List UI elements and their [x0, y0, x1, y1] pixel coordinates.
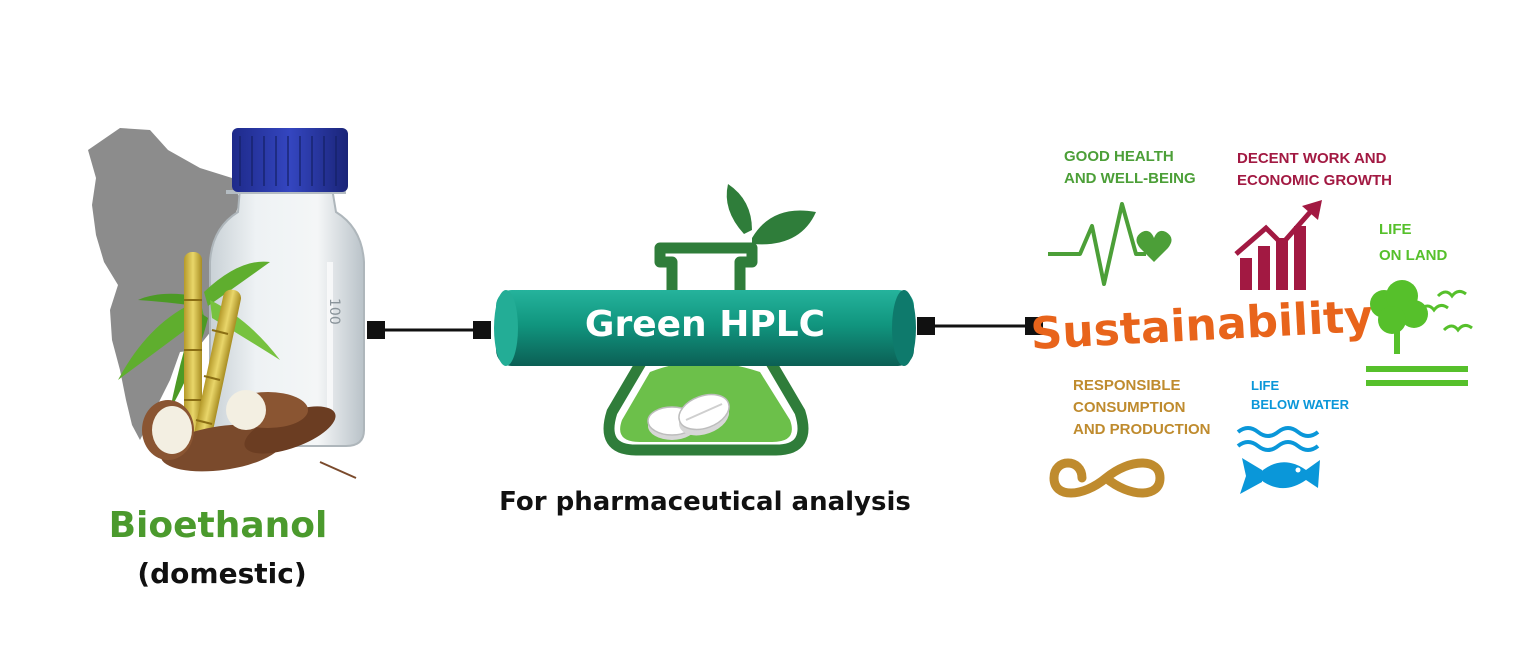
sdg-life-on-land-line1: LIFE	[1379, 221, 1412, 238]
infinity-loop-icon	[1049, 458, 1165, 498]
sdg-life-on-land: LIFE ON LAND	[1366, 221, 1473, 386]
connector-left	[367, 321, 491, 339]
hplc-column	[494, 290, 916, 366]
sdg-responsible-consumption-line1: RESPONSIBLE	[1073, 377, 1181, 394]
bioethanol-subtitle: (domestic)	[137, 557, 306, 590]
bioethanol-title: Bioethanol	[109, 505, 328, 546]
fish-waves-icon	[1236, 426, 1320, 494]
svg-text:100: 100	[326, 298, 342, 325]
sdg-decent-work-line2: ECONOMIC GROWTH	[1237, 172, 1392, 189]
sdg-life-below-water-line2: BELOW WATER	[1251, 397, 1350, 412]
pill-icon	[647, 393, 730, 440]
sdg-life-below-water-line1: LIFE	[1251, 378, 1279, 393]
sdg-responsible-consumption-line2: CONSUMPTION	[1073, 399, 1186, 416]
hplc-column-label: Green HPLC	[585, 304, 825, 345]
leaf-small-icon	[726, 184, 752, 234]
connector-right	[917, 317, 1043, 335]
bottle-cap	[232, 128, 348, 192]
sdg-life-on-land-line2: ON LAND	[1379, 247, 1447, 264]
sdg-good-health-line1: GOOD HEALTH	[1064, 148, 1174, 165]
sdg-responsible-consumption-line3: AND PRODUCTION	[1073, 421, 1211, 438]
thailand-map-shape	[88, 128, 240, 440]
cassava-roots	[142, 390, 357, 479]
sugarcane-stalks	[184, 252, 242, 467]
bioethanol-illustration: 100	[88, 128, 365, 479]
sdg-good-health-line2: AND WELL-BEING	[1064, 170, 1196, 187]
leaf-large-icon	[752, 210, 816, 245]
sdg-good-health: GOOD HEALTH AND WELL-BEING	[1048, 148, 1196, 286]
sdg-decent-work: DECENT WORK AND ECONOMIC GROWTH	[1234, 150, 1392, 290]
sdg-decent-work-line1: DECENT WORK AND	[1237, 150, 1387, 167]
sdg-life-below-water: LIFE BELOW WATER	[1236, 378, 1350, 494]
growth-chart-icon	[1234, 200, 1322, 290]
sustainability-word: Sustainability	[1029, 291, 1374, 360]
hplc-caption: For pharmaceutical analysis	[499, 487, 911, 517]
heartbeat-icon	[1048, 202, 1172, 286]
sdg-responsible-consumption: RESPONSIBLE CONSUMPTION AND PRODUCTION	[1049, 377, 1211, 498]
tree-birds-icon	[1366, 280, 1473, 386]
